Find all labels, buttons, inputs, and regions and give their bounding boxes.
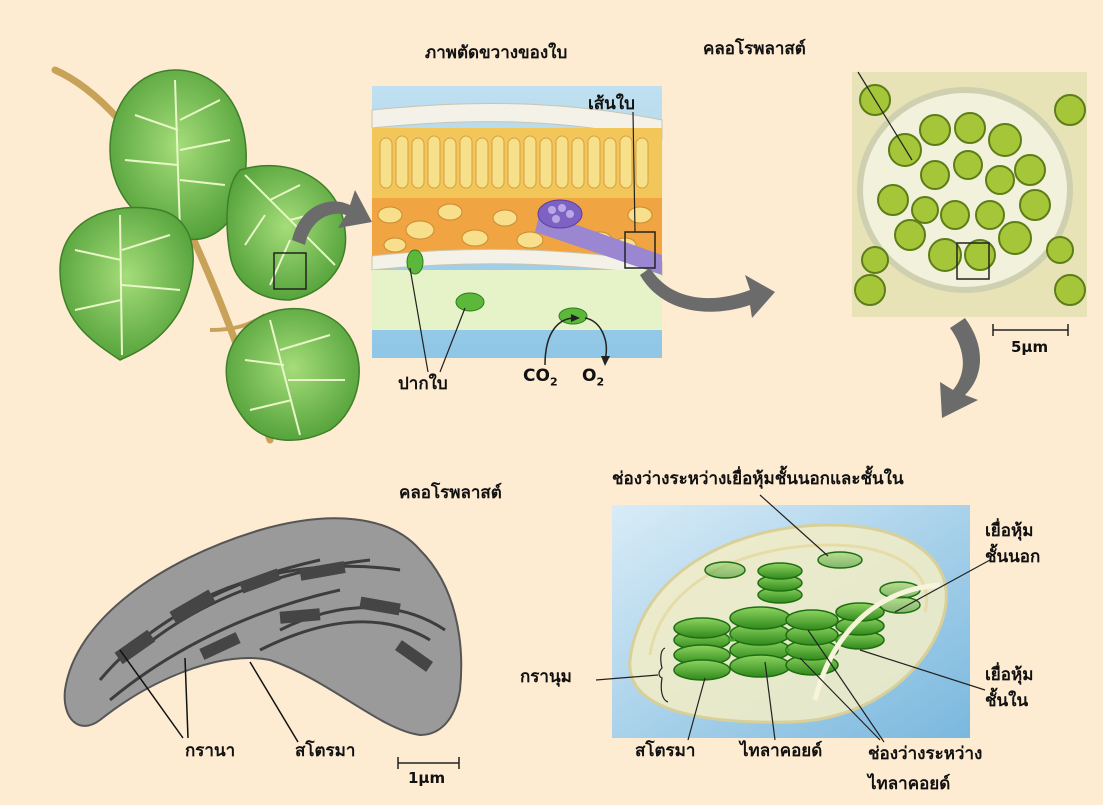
chloroplast-tem-label: คลอโรพลาสต์: [399, 484, 502, 503]
grana-label: กรานา: [185, 742, 235, 761]
co2-label: CO2: [523, 367, 558, 388]
inner-membrane-line2: ชั้นใน: [985, 688, 1033, 714]
scale-5um-label: 5µm: [1011, 339, 1048, 356]
thylakoid-space-line2: ไทลาคอยด์: [868, 770, 982, 800]
stroma-right-label: สโตรมา: [635, 742, 695, 761]
chloroplast-micrograph-label: คลอโรพลาสต์: [703, 40, 806, 59]
thylakoid-space-label: ช่องว่างระหว่าง ไทลาคอยด์: [868, 740, 982, 800]
outer-membrane-line2: ชั้นนอก: [985, 544, 1040, 570]
thylakoid-label: ไทลาคอยด์: [740, 742, 822, 761]
stomata-label: ปากใบ: [398, 375, 448, 394]
o2-text: O: [582, 366, 596, 386]
intermembrane-space-label: ช่องว่างระหว่างเยื่อหุ้มชั้นนอกและชั้นใน: [612, 470, 904, 489]
outer-membrane-line1: เยื่อหุ้ม: [985, 518, 1040, 544]
outer-membrane-label: เยื่อหุ้ม ชั้นนอก: [985, 518, 1040, 571]
inner-membrane-line1: เยื่อหุ้ม: [985, 662, 1033, 688]
o2-subscript: 2: [596, 375, 604, 388]
leaf-cross-section-title: ภาพตัดขวางของใบ: [425, 44, 567, 63]
co2-subscript: 2: [550, 375, 558, 388]
vein-label: เส้นใบ: [588, 95, 635, 114]
stroma-left-label: สโตรมา: [295, 742, 355, 761]
co2-text: CO: [523, 366, 550, 386]
granum-label: กรานุม: [520, 668, 572, 687]
inner-membrane-label: เยื่อหุ้ม ชั้นใน: [985, 662, 1033, 715]
scale-1um-label: 1µm: [408, 770, 445, 787]
o2-label: O2: [582, 367, 604, 388]
thylakoid-space-line1: ช่องว่างระหว่าง: [868, 740, 982, 770]
